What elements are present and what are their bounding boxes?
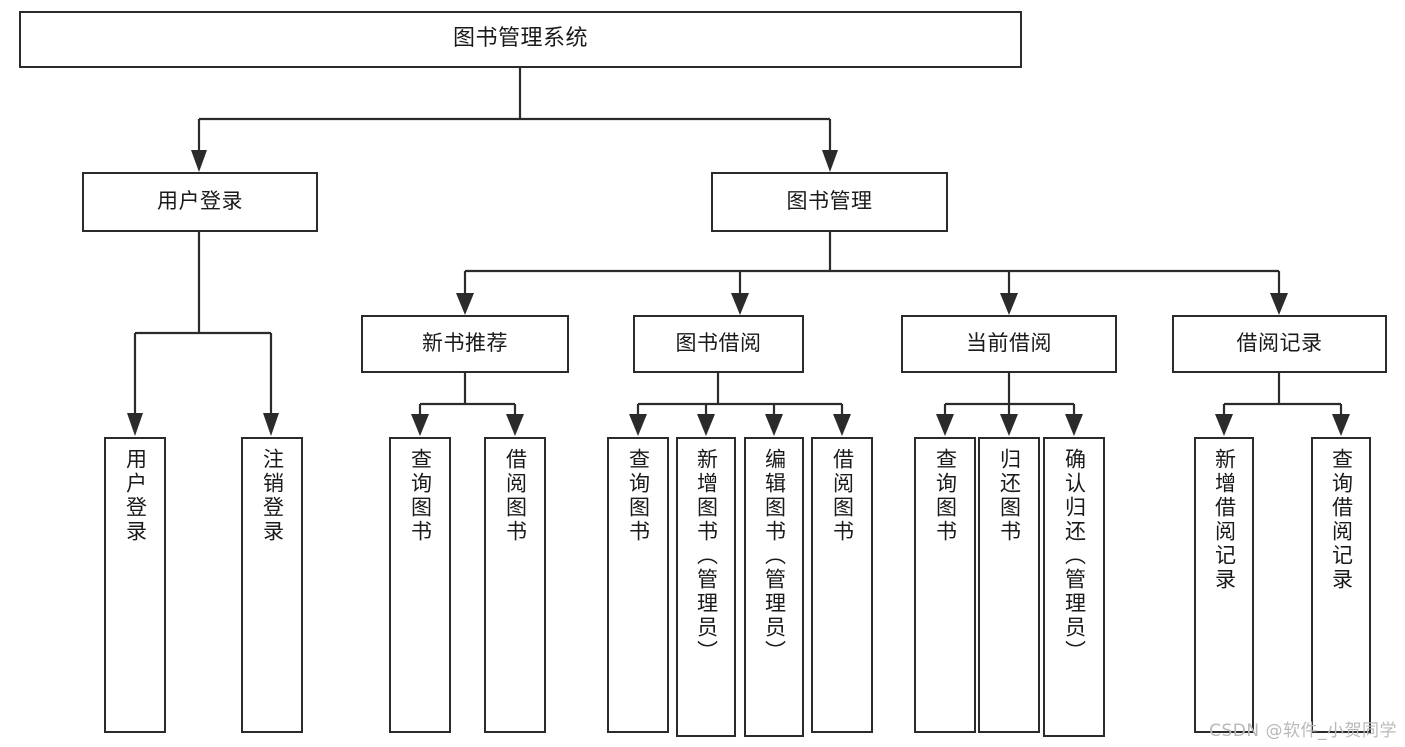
- node-label: 编辑图书（管理员）: [762, 448, 787, 664]
- node-current-borrow[interactable]: 当前借阅: [901, 315, 1117, 373]
- leaf-borrow-book-recommend[interactable]: 借阅图书: [484, 437, 546, 733]
- leaf-add-borrow-record[interactable]: 新增借阅记录: [1194, 437, 1254, 733]
- leaf-edit-book-admin[interactable]: 编辑图书（管理员）: [744, 437, 804, 737]
- node-borrow-record[interactable]: 借阅记录: [1172, 315, 1387, 373]
- connector-current-to-leaves: [936, 373, 1083, 436]
- leaf-logout[interactable]: 注销登录: [241, 437, 303, 733]
- node-label: 图书管理系统: [452, 26, 588, 52]
- node-book-management[interactable]: 图书管理: [711, 172, 948, 232]
- node-label: 注销登录: [260, 448, 285, 544]
- leaf-user-login[interactable]: 用户登录: [104, 437, 166, 733]
- node-label: 当前借阅: [966, 331, 1052, 356]
- node-label: 查询图书: [626, 448, 651, 544]
- connector-borrow-to-leaves: [629, 373, 851, 436]
- node-label: 借阅图书: [830, 448, 855, 544]
- node-new-book-recommend[interactable]: 新书推荐: [361, 315, 569, 373]
- leaf-query-book-borrow[interactable]: 查询图书: [607, 437, 669, 733]
- node-label: 查询借阅记录: [1329, 448, 1354, 592]
- leaf-query-book-current[interactable]: 查询图书: [914, 437, 976, 733]
- node-label: 确认归还（管理员）: [1062, 448, 1087, 664]
- leaf-return-book[interactable]: 归还图书: [978, 437, 1040, 733]
- node-label: 借阅图书: [503, 448, 528, 544]
- node-label: 新书推荐: [422, 331, 508, 356]
- node-label: 新增借阅记录: [1212, 448, 1237, 592]
- node-root-book-management-system[interactable]: 图书管理系统: [19, 11, 1022, 68]
- node-label: 新增图书（管理员）: [694, 448, 719, 664]
- node-book-borrow[interactable]: 图书借阅: [633, 315, 804, 373]
- leaf-query-book-recommend[interactable]: 查询图书: [389, 437, 451, 733]
- csdn-watermark: CSDN @软件_小贺同学: [1209, 721, 1397, 741]
- connector-bookmgmt-to-level2: [456, 232, 1288, 315]
- node-label: 图书借阅: [675, 331, 762, 356]
- node-user-login[interactable]: 用户登录: [82, 172, 318, 232]
- node-label: 用户登录: [157, 189, 243, 214]
- node-label: 用户登录: [123, 448, 148, 544]
- leaf-borrow-book[interactable]: 借阅图书: [811, 437, 873, 733]
- connector-root-to-level1: [191, 68, 838, 172]
- node-label: 借阅记录: [1236, 331, 1323, 356]
- node-label: 查询图书: [933, 448, 958, 544]
- node-label: 归还图书: [997, 448, 1022, 544]
- connector-newbook-to-leaves: [411, 373, 524, 436]
- node-label: 图书管理: [786, 189, 873, 214]
- node-label: 查询图书: [408, 448, 433, 544]
- connector-record-to-leaves: [1215, 373, 1350, 436]
- leaf-query-borrow-record[interactable]: 查询借阅记录: [1311, 437, 1371, 733]
- connector-userlogin-to-leaves: [127, 232, 279, 436]
- leaf-add-book-admin[interactable]: 新增图书（管理员）: [676, 437, 736, 737]
- leaf-confirm-return-admin[interactable]: 确认归还（管理员）: [1043, 437, 1105, 737]
